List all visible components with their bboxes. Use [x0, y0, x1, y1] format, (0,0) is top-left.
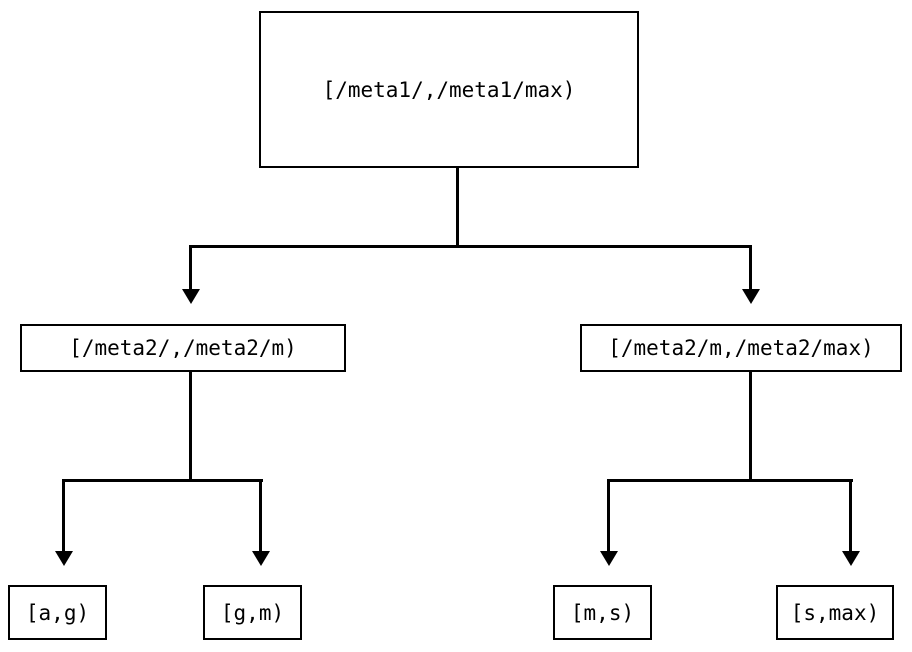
edge-root-to-right-mid: [749, 245, 752, 292]
tree-node-right-mid[interactable]: [/meta2/m,/meta2/max): [580, 324, 902, 372]
edge-left-mid-to-leaf-0: [62, 479, 65, 553]
edge-left-mid-crossbar: [63, 479, 263, 482]
tree-node-leaf-3[interactable]: [s,max): [776, 585, 894, 640]
edge-root-crossbar: [190, 245, 752, 248]
arrowhead-root-to-left-mid: [182, 289, 200, 304]
edge-right-mid-to-leaf-3: [849, 479, 852, 553]
arrowhead-left-mid-to-leaf-0: [55, 551, 73, 566]
arrowhead-root-to-right-mid: [742, 289, 760, 304]
tree-node-leaf-0-label: [a,g): [25, 600, 90, 625]
tree-node-root[interactable]: [/meta1/,/meta1/max): [259, 11, 639, 168]
edge-root-stem: [456, 168, 459, 247]
edge-right-mid-crossbar: [608, 479, 853, 482]
edge-right-mid-stem: [749, 372, 752, 482]
tree-node-leaf-2-label: [m,s): [570, 600, 635, 625]
tree-node-leaf-2[interactable]: [m,s): [553, 585, 652, 640]
tree-node-leaf-3-label: [s,max): [790, 600, 880, 625]
edge-left-mid-to-leaf-1: [259, 479, 262, 553]
tree-node-left-mid[interactable]: [/meta2/,/meta2/m): [20, 324, 346, 372]
tree-node-root-label: [/meta1/,/meta1/max): [322, 77, 576, 102]
tree-node-leaf-1-label: [g,m): [220, 600, 285, 625]
edge-root-to-left-mid: [189, 245, 192, 292]
arrowhead-left-mid-to-leaf-1: [252, 551, 270, 566]
arrowhead-right-mid-to-leaf-3: [842, 551, 860, 566]
arrowhead-right-mid-to-leaf-2: [600, 551, 618, 566]
tree-node-leaf-0[interactable]: [a,g): [8, 585, 107, 640]
edge-right-mid-to-leaf-2: [607, 479, 610, 553]
tree-node-left-mid-label: [/meta2/,/meta2/m): [69, 336, 297, 360]
tree-node-right-mid-label: [/meta2/m,/meta2/max): [608, 336, 874, 360]
edge-left-mid-stem: [189, 372, 192, 482]
tree-node-leaf-1[interactable]: [g,m): [203, 585, 302, 640]
